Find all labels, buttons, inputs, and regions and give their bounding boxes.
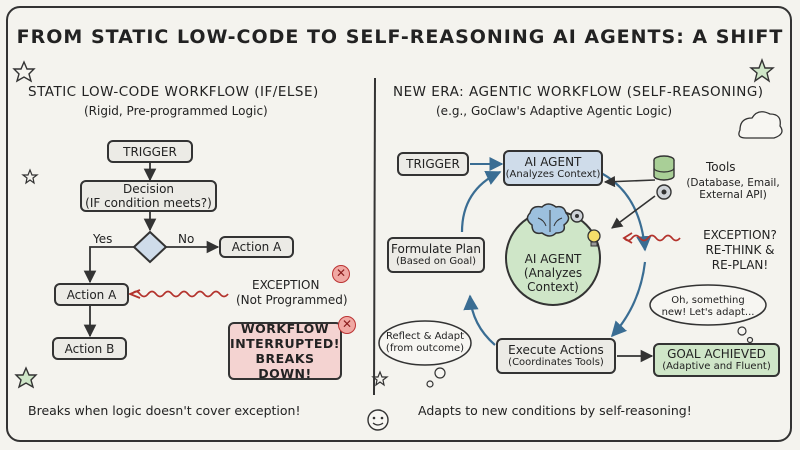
execute-sub: (Coordinates Tools): [508, 357, 604, 368]
tools-title: Tools: [706, 160, 736, 174]
exception-sub: (Not Programmed): [236, 293, 348, 307]
outer-frame: [6, 6, 792, 442]
action-a-right-box: Action A: [219, 236, 294, 258]
arrow-tools-agent: [603, 176, 656, 188]
execute-title: Execute Actions: [508, 343, 604, 357]
center-divider: [373, 77, 376, 396]
yes-label: Yes: [93, 232, 113, 246]
tools-sub: (Database, Email, External API): [678, 177, 788, 201]
goal-sub: (Adaptive and Fluent): [662, 361, 771, 372]
error-x-icon: ✕: [338, 316, 356, 334]
thought-text: Oh, something new! Let's adapt...: [658, 295, 758, 319]
right-trigger-box: TRIGGER: [397, 152, 469, 176]
plan-sub: (Based on Goal): [395, 256, 477, 267]
left-trigger-box: TRIGGER: [107, 140, 193, 163]
tools-gear-icon: [656, 184, 672, 200]
star-icon: [749, 58, 775, 83]
right-exception-line-2: RE-THINK &: [705, 243, 775, 257]
plan-title: Formulate Plan: [391, 242, 481, 256]
reflect-cloud: [378, 320, 472, 366]
star-icon: [14, 366, 38, 389]
cycle-right-bottom: [610, 261, 647, 338]
interrupted-line-2: INTERRUPTED!: [230, 336, 340, 351]
agent-top-sub: (Analyzes Context): [505, 169, 601, 180]
star-icon: [21, 168, 39, 185]
reflect-line-2: (from outcome): [385, 343, 465, 354]
exception-wave-right: [623, 234, 681, 242]
decision-sub: (IF condition meets?): [85, 196, 212, 210]
reflect-text: Reflect & Adapt (from outcome): [385, 331, 465, 355]
action-a-left-box: Action A: [54, 283, 129, 306]
left-footer: Breaks when logic doesn't cover exceptio…: [28, 403, 301, 418]
decision-title: Decision: [122, 182, 175, 196]
interrupted-box: WORKFLOW INTERRUPTED! BREAKS DOWN!: [228, 321, 342, 381]
tools-sub-line-2: External API): [699, 189, 767, 201]
center-agent-line-1: AI AGENT: [524, 252, 582, 266]
gear-icon: [570, 209, 584, 223]
interrupted-line-3: BREAKS DOWN!: [255, 351, 315, 381]
right-exception-line-1: EXCEPTION?: [703, 228, 777, 242]
right-trigger-label: TRIGGER: [406, 157, 460, 171]
left-heading: STATIC LOW-CODE WORKFLOW (IF/ELSE): [28, 84, 319, 100]
right-footer: Adapts to new conditions by self-reasoni…: [418, 403, 692, 418]
agent-top-box: AI AGENT (Analyzes Context): [503, 150, 603, 186]
right-exception-line-3: RE-PLAN!: [711, 258, 769, 272]
brain-icon: [526, 203, 570, 237]
thought-line-1: Oh, something: [671, 295, 745, 306]
goal-title: GOAL ACHIEVED: [667, 347, 766, 361]
cycle-top-right: [594, 168, 652, 252]
star-icon: [12, 60, 36, 83]
action-a-left-label: Action A: [66, 287, 117, 302]
reflect-line-1: Reflect & Adapt: [385, 331, 465, 342]
right-heading: NEW ERA: AGENTIC WORKFLOW (SELF-REASONIN…: [393, 84, 764, 100]
cycle-left-top: [460, 170, 502, 233]
arrow-tools-center: [611, 195, 656, 229]
thought-line-2: new! Let's adapt...: [661, 307, 755, 318]
right-subheading: (e.g., GoClaw's Adaptive Agentic Logic): [436, 104, 673, 118]
tools-sub-line-1: (Database, Email,: [686, 177, 780, 189]
thought-bubble: [649, 284, 767, 326]
decision-box: Decision (IF condition meets?): [80, 180, 217, 212]
cloud-doodle: [738, 111, 783, 139]
lightbulb-icon: [587, 229, 601, 247]
agent-top-title: AI AGENT: [524, 155, 582, 169]
goal-box: GOAL ACHIEVED (Adaptive and Fluent): [653, 343, 780, 377]
center-agent-line-3: Context): [527, 280, 579, 294]
arrow-yes: [83, 246, 134, 284]
decision-diamond: [132, 230, 168, 264]
left-trigger-label: TRIGGER: [123, 144, 177, 159]
exception-wave-left: [131, 290, 229, 298]
exception-title: EXCEPTION: [252, 278, 320, 292]
no-label: No: [178, 232, 195, 246]
page-title: FROM STATIC LOW-CODE TO SELF-REASONING A…: [16, 26, 784, 48]
star-icon: [371, 370, 389, 387]
interrupted-line-1: WORKFLOW: [240, 321, 330, 336]
center-agent-line-2: (Analyzes: [523, 266, 583, 280]
left-subheading: (Rigid, Pre-programmed Logic): [84, 104, 268, 118]
smiley-icon: [367, 409, 389, 431]
action-b-box: Action B: [52, 337, 127, 360]
database-icon: [653, 155, 675, 181]
error-x-icon: ✕: [332, 265, 350, 283]
cycle-bottom-left: [463, 294, 496, 346]
plan-box: Formulate Plan (Based on Goal): [387, 237, 485, 273]
right-exception-text: EXCEPTION? RE-THINK & RE-PLAN!: [690, 228, 790, 273]
execute-box: Execute Actions (Coordinates Tools): [496, 338, 616, 374]
action-b-label: Action B: [64, 341, 115, 356]
center-agent-text: AI AGENT (Analyzes Context): [511, 252, 595, 294]
action-a-right-label: Action A: [231, 240, 282, 254]
